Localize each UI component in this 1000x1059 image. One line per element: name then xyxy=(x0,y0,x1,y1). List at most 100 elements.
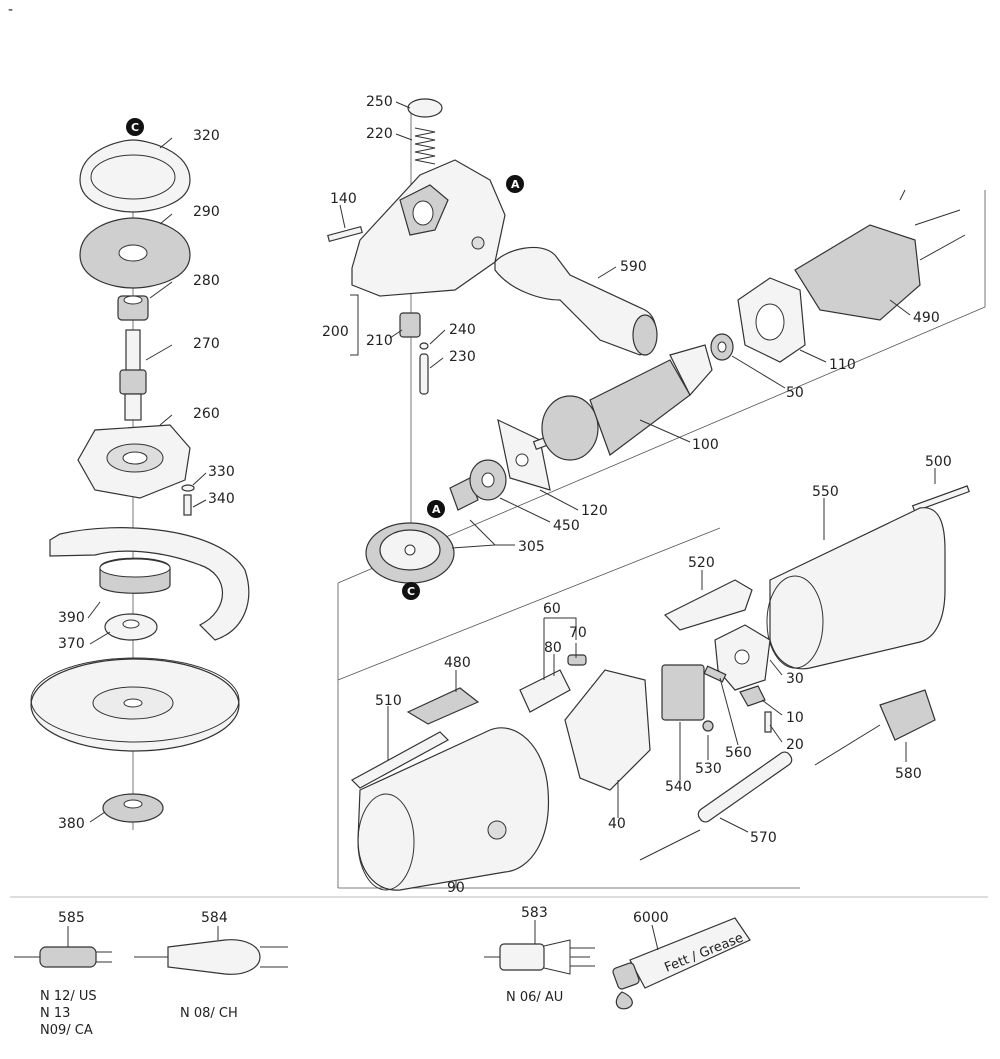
part-90-motor-housing xyxy=(357,727,550,891)
label-290: 290 xyxy=(193,204,220,220)
part-340-screw xyxy=(183,494,192,516)
marker-c-gear xyxy=(402,582,420,600)
label-490: 490 xyxy=(913,310,940,326)
part-490-field xyxy=(794,189,966,321)
part-100-armature xyxy=(532,344,713,461)
marker-a-head-label: A xyxy=(511,178,520,191)
grease-tube-6000: 6000 Fett / Grease xyxy=(612,910,751,1010)
label-340: 340 xyxy=(208,491,235,507)
part-510-plate xyxy=(351,731,449,789)
label-390: 390 xyxy=(58,610,85,626)
part-580-plug xyxy=(814,689,936,766)
label-550: 550 xyxy=(812,484,839,500)
part-10-clamp xyxy=(739,685,766,707)
label-270: 270 xyxy=(193,336,220,352)
label-583: 583 xyxy=(521,905,548,921)
label-450: 450 xyxy=(553,518,580,534)
label-110: 110 xyxy=(829,357,856,373)
part-450-bearing xyxy=(469,459,507,501)
label-480: 480 xyxy=(444,655,471,671)
label-590: 590 xyxy=(620,259,647,275)
label-10: 10 xyxy=(786,710,804,726)
variant-585-line1: N 12/ US xyxy=(40,989,97,1004)
label-60: 60 xyxy=(543,601,561,617)
label-580: 580 xyxy=(895,766,922,782)
label-570: 570 xyxy=(750,830,777,846)
part-220-spring xyxy=(414,127,436,165)
part-20-screw xyxy=(764,711,772,733)
label-210: 210 xyxy=(366,333,393,349)
part-50-bearing xyxy=(710,333,734,361)
label-230: 230 xyxy=(449,349,476,365)
label-250: 250 xyxy=(366,94,393,110)
part-250-knob xyxy=(407,98,443,118)
part-200-gear-head xyxy=(351,159,506,297)
variant-584: N 08/ CH xyxy=(180,1006,238,1021)
part-240-ring xyxy=(419,342,429,350)
label-6000: 6000 xyxy=(633,910,669,926)
part-380-nut xyxy=(102,793,164,823)
variant-585-line3: N09/ CA xyxy=(40,1023,93,1038)
label-140: 140 xyxy=(330,191,357,207)
label-280: 280 xyxy=(193,273,220,289)
label-20: 20 xyxy=(786,737,804,753)
label-120: 120 xyxy=(581,503,608,519)
part-520-switch-rod xyxy=(663,579,753,631)
label-50: 50 xyxy=(786,385,804,401)
marker-c-top xyxy=(126,118,144,136)
part-305-bevel-gear xyxy=(365,522,455,584)
label-585: 585 xyxy=(58,910,85,926)
marker-a-pinion-label: A xyxy=(432,503,441,516)
part-590-handle xyxy=(494,246,658,356)
label-30: 30 xyxy=(786,671,804,687)
part-60-contact-group xyxy=(519,654,587,713)
label-80: 80 xyxy=(544,640,562,656)
plug-variant-583: 583 N 06/ AU xyxy=(484,905,595,1005)
part-140-screw xyxy=(327,225,363,243)
grinding-disc xyxy=(30,657,240,752)
marker-a-head xyxy=(506,175,524,193)
variant-583: N 06/ AU xyxy=(506,990,563,1005)
part-330-washer xyxy=(181,484,195,492)
plug-variant-584: 584 N 08/ CH xyxy=(134,910,288,1021)
label-200: 200 xyxy=(322,324,349,340)
part-530-screw xyxy=(702,720,714,732)
label-260: 260 xyxy=(193,406,220,422)
part-110-bearing-plate xyxy=(737,277,806,363)
label-70: 70 xyxy=(569,625,587,641)
motor-assembly-outline xyxy=(337,190,986,888)
label-40: 40 xyxy=(608,816,626,832)
label-560: 560 xyxy=(725,745,752,761)
part-270-spindle xyxy=(119,329,147,421)
corner-mark: - xyxy=(8,2,13,18)
label-500: 500 xyxy=(925,454,952,470)
plug-variant-585: 585 N 12/ US N 13 N09/ CA xyxy=(14,910,112,1038)
marker-a-pinion xyxy=(427,500,445,518)
part-40-switch-housing xyxy=(564,669,651,791)
label-305: 305 xyxy=(518,539,545,555)
part-500-screw xyxy=(911,485,970,513)
part-30-switch xyxy=(714,624,771,691)
part-260-gear-housing xyxy=(77,424,191,499)
label-510: 510 xyxy=(375,693,402,709)
label-520: 520 xyxy=(688,555,715,571)
part-370-flange xyxy=(104,613,158,641)
label-90: 90 xyxy=(447,880,465,896)
variant-585-line2: N 13 xyxy=(40,1006,70,1021)
label-380: 380 xyxy=(58,816,85,832)
label-100: 100 xyxy=(692,437,719,453)
part-570-cable-sleeve xyxy=(639,751,793,861)
label-584: 584 xyxy=(201,910,228,926)
part-390-guard xyxy=(49,527,250,641)
label-220: 220 xyxy=(366,126,393,142)
part-480-label-plate xyxy=(406,687,480,725)
label-240: 240 xyxy=(449,322,476,338)
part-320-gasket xyxy=(79,139,191,213)
part-120-plate xyxy=(497,418,551,491)
part-290-plate xyxy=(79,217,191,289)
label-330: 330 xyxy=(208,464,235,480)
part-280-bearing xyxy=(117,295,149,321)
marker-c-gear-label: C xyxy=(407,585,415,598)
part-210-bushing xyxy=(399,312,421,338)
label-320: 320 xyxy=(193,128,220,144)
